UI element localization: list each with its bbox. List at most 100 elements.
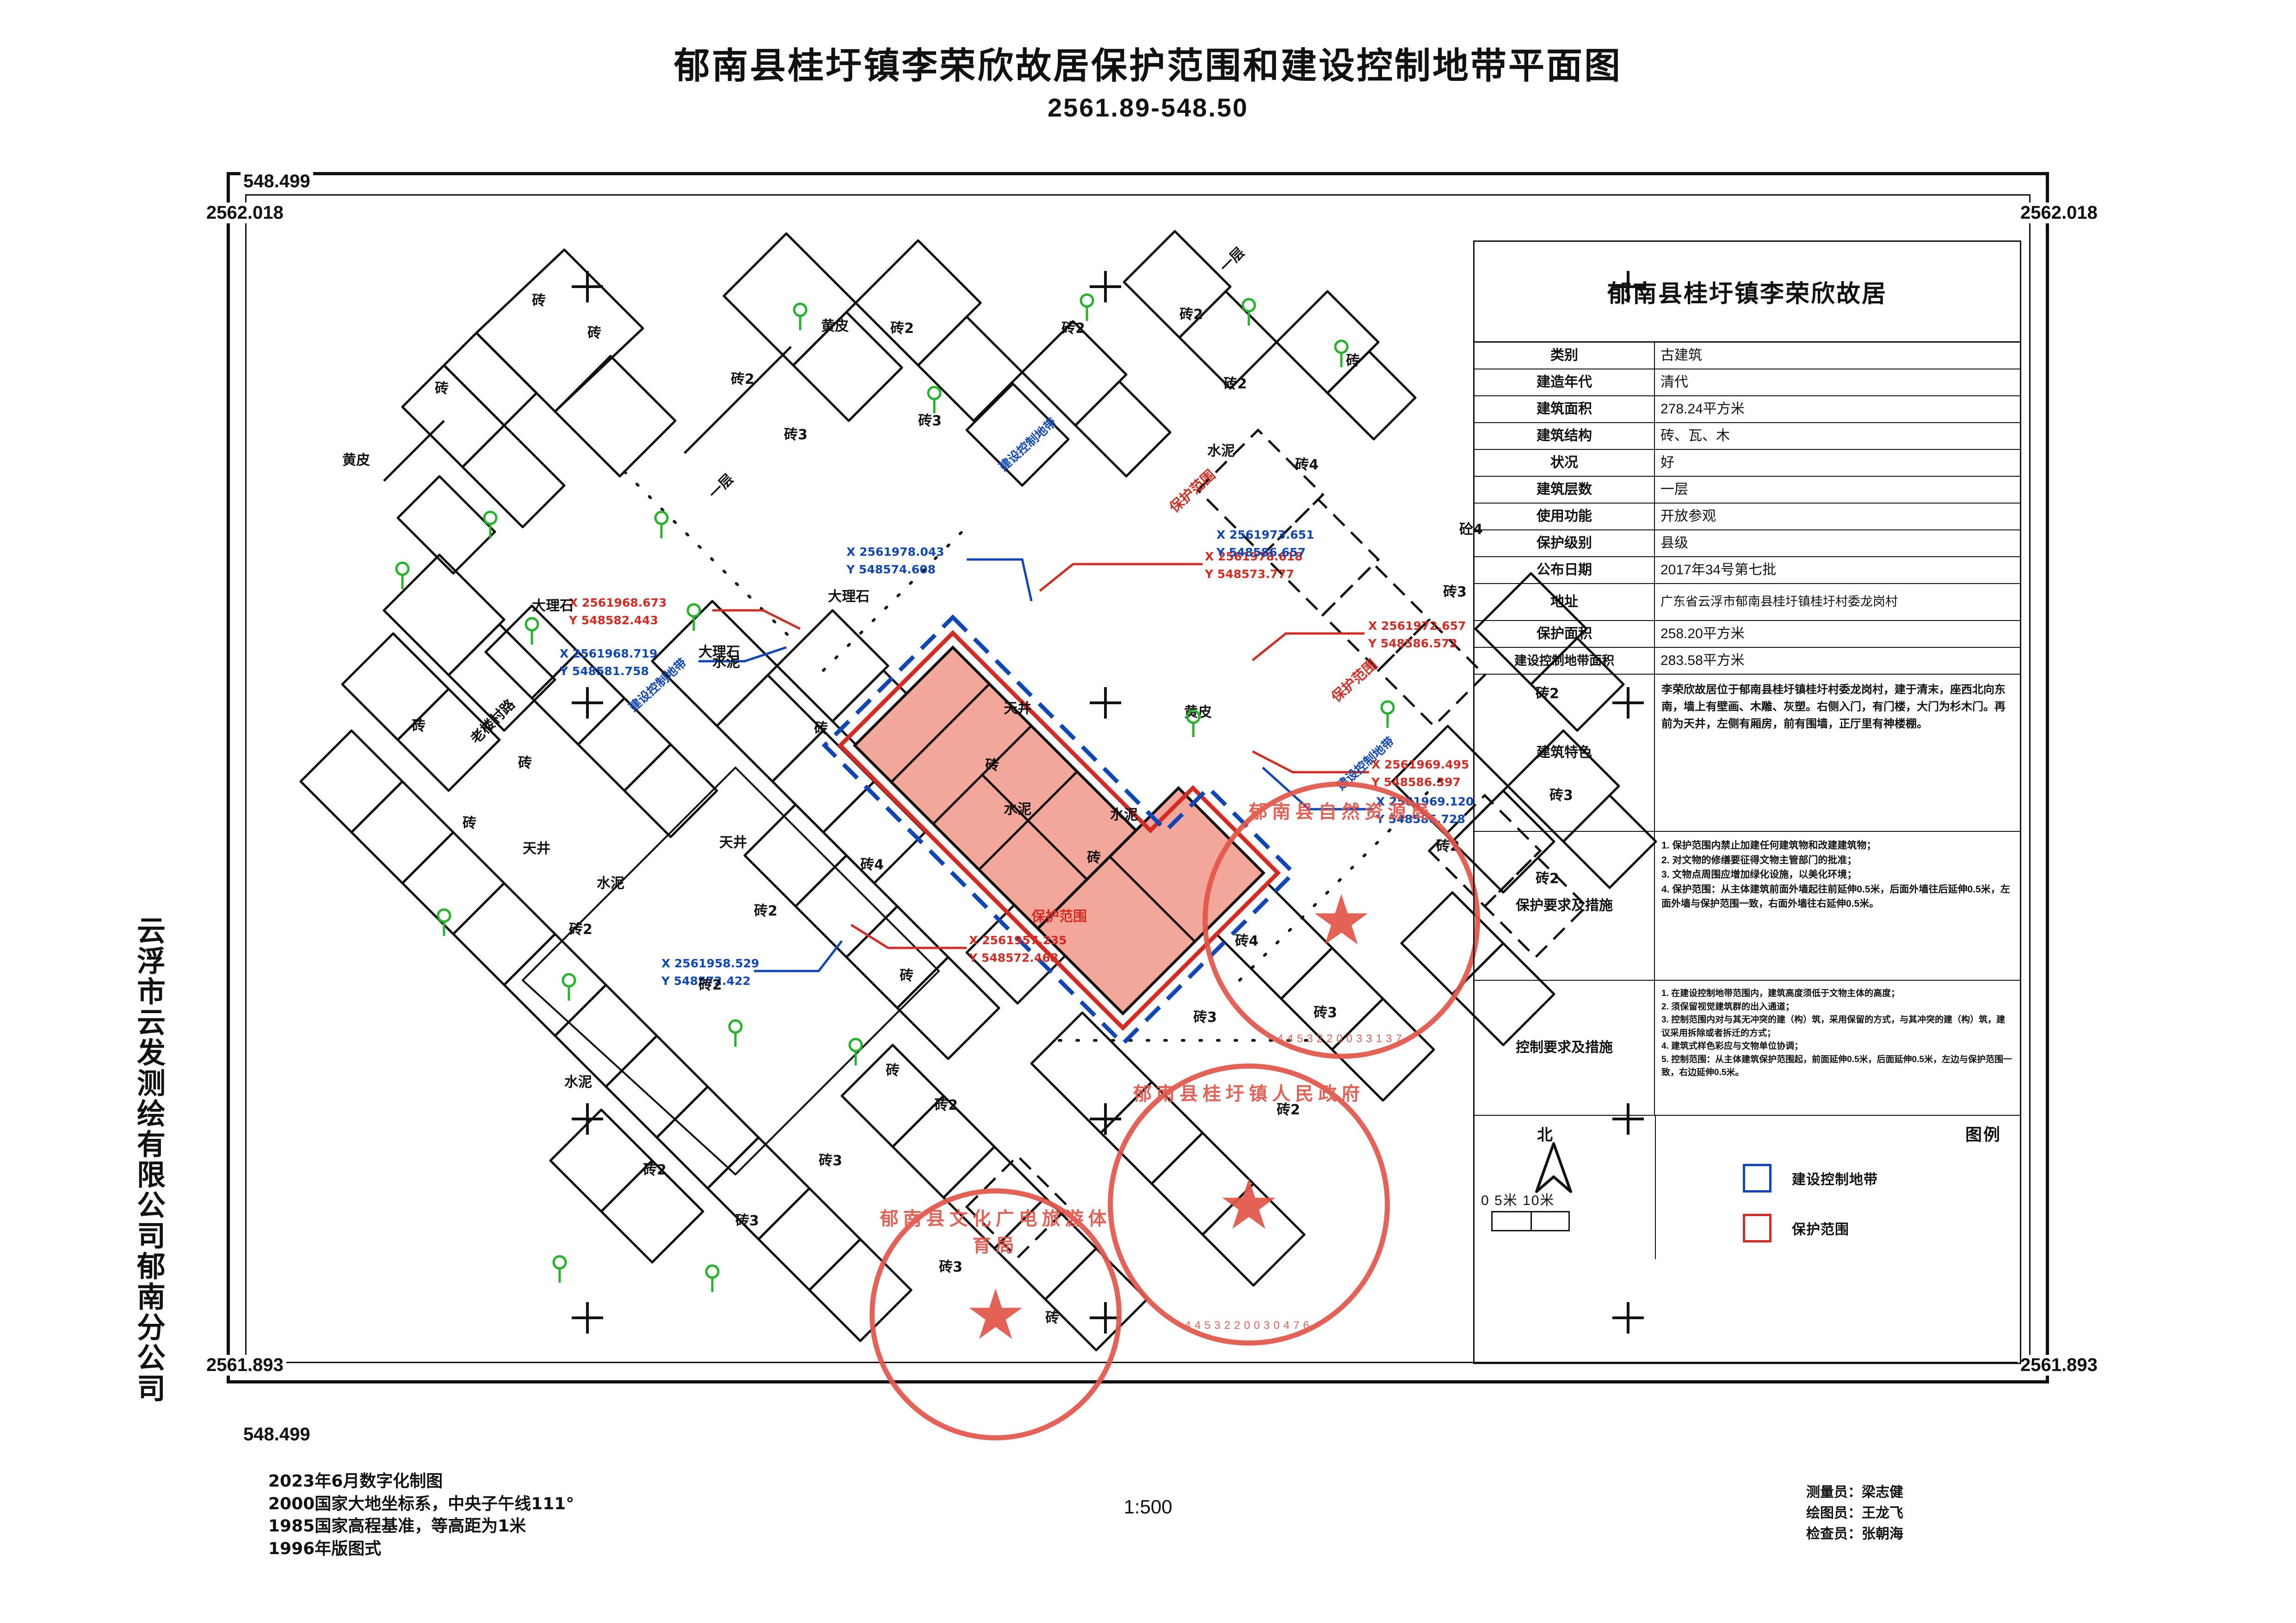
- map-inner-frame: [245, 194, 2031, 1363]
- official-seal-town-government: 郁南县桂圩镇人民政府 ★ 4453220030476: [1108, 1064, 1390, 1346]
- svg-text:砖: 砖: [1087, 850, 1101, 866]
- scale-bar-labels: 0 5米 10米: [1481, 1193, 1555, 1208]
- svg-text:砖2: 砖2: [731, 371, 754, 387]
- credit-inspector: 检查员：张朝海: [1806, 1526, 1903, 1542]
- corner-coord-top-right-y: 2562.018: [2018, 203, 2100, 223]
- svg-text:Y 548586.572: Y 548586.572: [1368, 637, 1457, 650]
- row-value: 好: [1660, 455, 1674, 471]
- row-label: 建筑特色: [1475, 675, 1655, 831]
- table-row: 类别古建筑: [1475, 343, 2020, 369]
- svg-text:Y 548581.758: Y 548581.758: [559, 664, 649, 678]
- credit-surveyor: 测量员：梁志健: [1806, 1485, 1903, 1500]
- svg-text:保护范围: 保护范围: [1031, 909, 1087, 925]
- svg-text:砖2: 砖2: [890, 320, 914, 337]
- seal-code: 4453220033137: [1277, 1033, 1406, 1045]
- footer-line: 2023年6月数字化制图: [268, 1472, 443, 1491]
- row-value: 283.58平方米: [1660, 653, 1745, 669]
- row-value: 古建筑: [1660, 348, 1702, 363]
- row-label: 建筑面积: [1475, 396, 1655, 422]
- table-row: 状况好: [1475, 450, 2020, 477]
- star-icon: ★: [1310, 881, 1373, 959]
- row-value: 278.24平方米: [1660, 401, 1745, 417]
- svg-text:Y 548572.468: Y 548572.468: [969, 951, 1058, 965]
- surveying-company-vertical-label: 云浮市云发测绘有限公司郁南分公司: [132, 916, 166, 1404]
- table-row: 建造年代清代: [1475, 369, 2020, 396]
- info-table-heading: 郁南县桂圩镇李荣欣故居: [1475, 242, 2020, 343]
- official-seal-culture-bureau: 郁南县文化广电旅游体育局 ★: [870, 1188, 1122, 1440]
- row-label: 保护级别: [1475, 530, 1655, 556]
- star-icon: ★: [1217, 1166, 1280, 1243]
- legend-label: 保护范围: [1792, 1222, 1849, 1237]
- scale-bar: [1491, 1211, 1570, 1231]
- svg-text:Y 548572.422: Y 548572.422: [661, 974, 751, 988]
- row-label: 保护面积: [1475, 621, 1655, 647]
- row-value: 李荣欣故居位于郁南县桂圩镇桂圩村委龙岗村，建于清末，座西北向东南，墙上有壁画、木…: [1661, 683, 2006, 731]
- row-label: 建设控制地带面积: [1475, 648, 1655, 674]
- credit-drafter: 绘图员：王龙飞: [1806, 1506, 1903, 1521]
- protection-item: 4. 保护范围：从主体建筑前面外墙起往前延伸0.5米，后面外墙往后延伸0.5米，…: [1661, 884, 2010, 910]
- svg-text:X 2561978.618: X 2561978.618: [1205, 550, 1302, 563]
- row-label: 状况: [1475, 450, 1655, 476]
- svg-text:砖2: 砖2: [1179, 307, 1203, 323]
- table-row: 建筑面积 278.24平方米: [1475, 396, 2020, 423]
- row-value: 广东省云浮市郁南县桂圩镇桂圩村委龙岗村: [1660, 595, 1898, 609]
- table-row-protection-requirements: 保护要求及措施 1. 保护范围内禁止加建任何建筑物和改建建筑物； 2. 对文物的…: [1475, 832, 2020, 981]
- official-seal-natural-resources-bureau: 郁南县自然资源局 ★ 4453220033137: [1203, 781, 1480, 1059]
- svg-text:砖3: 砖3: [1443, 584, 1467, 600]
- legend-swatch-blue: [1743, 1164, 1771, 1193]
- svg-text:水泥: 水泥: [1207, 443, 1235, 459]
- seal-arc-text: 郁南县文化广电旅游体育局: [880, 1209, 1111, 1256]
- svg-text:砖2: 砖2: [1062, 320, 1085, 337]
- svg-text:大理石: 大理石: [532, 598, 574, 614]
- svg-text:黄皮: 黄皮: [342, 452, 370, 468]
- table-row: 建设控制地带面积 283.58平方米: [1475, 648, 2020, 675]
- page-title: 郁南县桂圩镇李荣欣故居保护范围和建设控制地带平面图: [673, 45, 1622, 87]
- svg-text:砖3: 砖3: [1549, 787, 1573, 804]
- seal-arc-text: 郁南县桂圩镇人民政府: [1133, 1084, 1364, 1104]
- svg-text:天井: 天井: [523, 841, 550, 857]
- star-icon: ★: [964, 1275, 1027, 1353]
- svg-text:砖2: 砖2: [1536, 871, 1559, 887]
- svg-text:砖: 砖: [985, 757, 999, 774]
- row-label: 建造年代: [1475, 369, 1655, 395]
- row-value: 开放参观: [1660, 509, 1716, 524]
- row-label: 公布日期: [1475, 557, 1655, 583]
- svg-text:保护范围: 保护范围: [1328, 657, 1381, 706]
- legend-item-control-zone: 建设控制地带: [1743, 1164, 1878, 1193]
- row-label: 地址: [1475, 584, 1655, 620]
- svg-text:砖: 砖: [814, 720, 828, 737]
- protection-item: 1. 保护范围内禁止加建任何建筑物和改建建筑物；: [1661, 840, 1876, 851]
- svg-text:Y 548582.443: Y 548582.443: [568, 614, 658, 627]
- svg-text:砖2: 砖2: [1223, 376, 1247, 392]
- seal-arc-text: 郁南县自然资源局: [1249, 802, 1434, 822]
- footer-line: 1996年版图式: [268, 1539, 382, 1558]
- svg-text:砖3: 砖3: [819, 1153, 842, 1169]
- legend-swatch-red: [1743, 1214, 1771, 1242]
- row-label: 保护要求及措施: [1475, 832, 1655, 980]
- svg-text:砖3: 砖3: [1193, 1009, 1217, 1026]
- svg-text:老楼村路: 老楼村路: [468, 696, 518, 747]
- svg-text:一层: 一层: [706, 471, 737, 502]
- legend-and-north-block: 北 0 5米 10米 图例 建设控制地带 保护范围: [1475, 1116, 2020, 1259]
- table-row: 建筑层数一层: [1475, 477, 2020, 504]
- svg-text:Y 548586.657: Y 548586.657: [1216, 546, 1306, 559]
- svg-text:砖2: 砖2: [754, 903, 778, 919]
- svg-text:水泥: 水泥: [1004, 801, 1031, 818]
- svg-text:X 2561972.657: X 2561972.657: [1368, 619, 1466, 633]
- table-row-building-features: 建筑特色 李荣欣故居位于郁南县桂圩镇桂圩村委龙岗村，建于清末，座西北向东南，墙上…: [1475, 675, 2020, 832]
- svg-text:X 2561969.495: X 2561969.495: [1371, 758, 1469, 771]
- map-metadata-footer: 2023年6月数字化制图 2000国家大地坐标系，中央子午线111° 1985国…: [268, 1470, 574, 1560]
- svg-text:砖: 砖: [1346, 353, 1360, 369]
- legend-title: 图例: [1965, 1125, 2001, 1144]
- svg-text:砖: 砖: [435, 381, 449, 397]
- svg-text:砖2: 砖2: [934, 1097, 958, 1113]
- svg-text:X 2561957.235: X 2561957.235: [969, 934, 1067, 947]
- svg-text:砖: 砖: [532, 293, 546, 309]
- svg-text:砖4: 砖4: [860, 857, 884, 873]
- svg-text:Y 548573.777: Y 548573.777: [1204, 567, 1294, 581]
- control-item: 2. 须保留视觉建筑群的出入通道；: [1661, 1002, 1795, 1012]
- svg-text:砖: 砖: [587, 325, 601, 341]
- svg-text:Y 548574.608: Y 548574.608: [846, 563, 936, 576]
- table-row-control-requirements: 控制要求及措施 1. 在建设控制地带范围内，建筑高度须低于文物主体的高度； 2.…: [1475, 981, 2020, 1116]
